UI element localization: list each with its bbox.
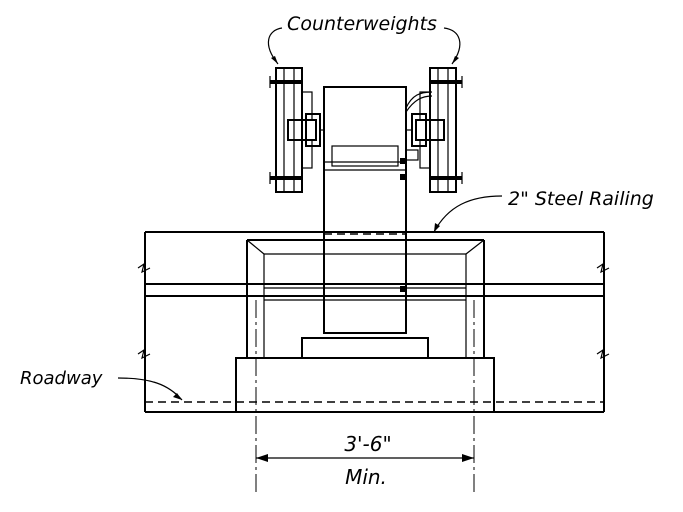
- barrier-band: [137, 231, 610, 412]
- counterweights-label: Counterweights: [287, 13, 437, 35]
- counterweights-leaders: [267, 27, 461, 65]
- pedestal-base: [235, 337, 495, 413]
- roadway-line: [145, 401, 604, 413]
- dimension-value-label: 3'-6": [344, 432, 391, 456]
- roadway-label: Roadway: [20, 368, 103, 389]
- gate-frame: [246, 239, 485, 358]
- right-counterweight-assembly: [405, 67, 463, 193]
- railing-leader: [433, 195, 503, 233]
- dimension-qualifier-label: Min.: [345, 465, 387, 489]
- roadway-leader: [117, 377, 183, 401]
- steel-railing-label: 2" Steel Railing: [508, 188, 654, 210]
- horizontal-rail: [145, 283, 604, 297]
- left-counterweight-assembly: [269, 67, 324, 193]
- gate-mechanism-housing: [323, 86, 433, 334]
- dimension-lines: [255, 300, 475, 494]
